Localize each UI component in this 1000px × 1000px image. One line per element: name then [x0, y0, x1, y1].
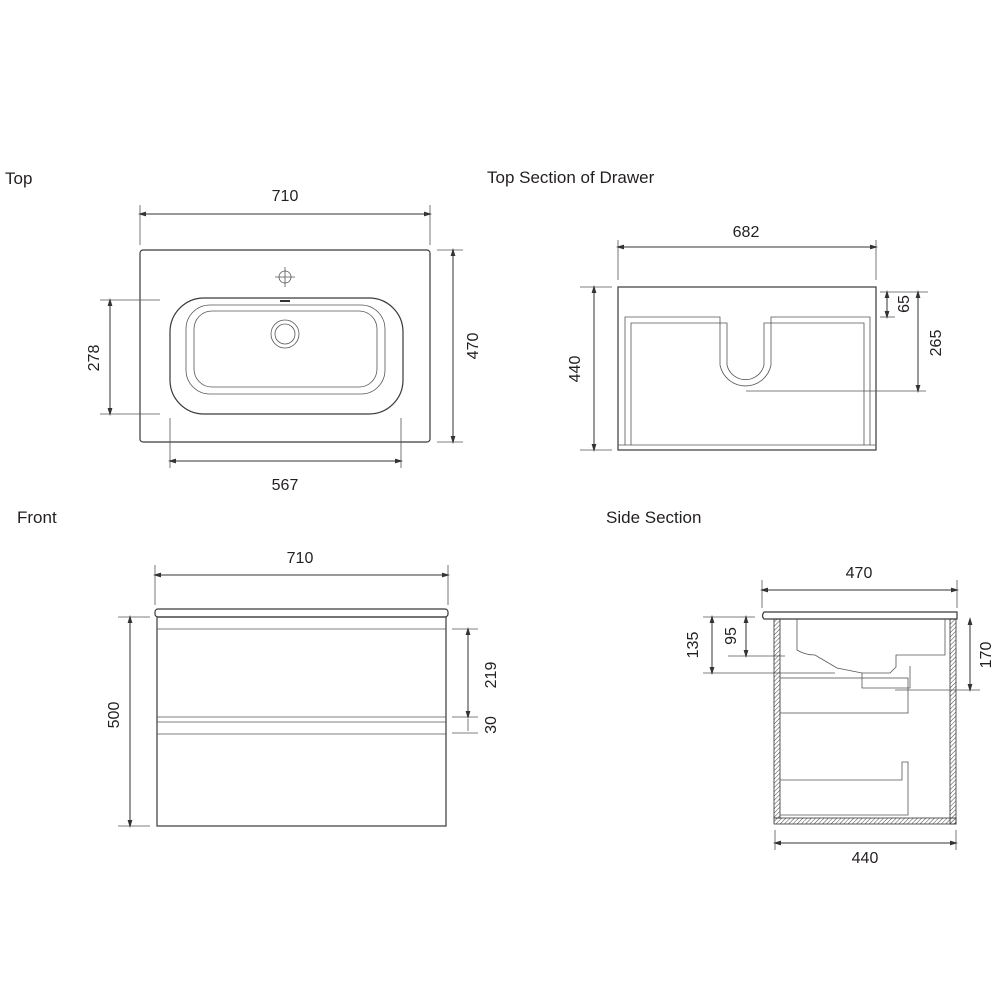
side-section-view: Side Section 470 440 135 95 170 — [606, 508, 995, 867]
front-view-title: Front — [17, 508, 57, 527]
cabinet-outline — [156, 616, 447, 827]
dim-side-drawer-top: 135 — [685, 632, 702, 659]
dim-drawer-width: 682 — [733, 224, 760, 241]
upper-drawer-section — [779, 677, 909, 714]
basin-rim — [185, 304, 386, 395]
bottom-panel — [773, 817, 957, 825]
dim-basin-width: 567 — [272, 477, 299, 494]
dim-drawer-gap: 30 — [483, 716, 500, 734]
lower-drawer-section — [780, 761, 909, 816]
left-wall — [773, 618, 781, 819]
right-wall — [949, 618, 957, 825]
side-countertop — [761, 611, 958, 620]
basin-outer — [169, 297, 404, 415]
top-view: Top 710 470 278 567 — [5, 169, 482, 494]
dim-side-basin: 95 — [723, 627, 740, 645]
dim-top-width: 710 — [272, 188, 299, 205]
dim-front-width: 710 — [287, 550, 314, 567]
drain-icon — [270, 319, 300, 349]
drawer-section-title: Top Section of Drawer — [487, 168, 655, 187]
trap-profile — [861, 666, 911, 689]
basin-bowl — [193, 310, 378, 388]
dim-side-inner-depth: 440 — [852, 850, 879, 867]
side-section-title: Side Section — [606, 508, 701, 527]
drawer-section-view: Top Section of Drawer 682 440 65 265 — [487, 168, 945, 452]
overflow-slot — [280, 300, 290, 302]
dim-basin-depth: 278 — [86, 345, 103, 372]
dim-side-trap: 170 — [978, 642, 995, 669]
dim-side-depth: 470 — [846, 565, 873, 582]
countertop-outline — [139, 249, 431, 443]
basin-profile — [796, 619, 946, 674]
top-view-title: Top — [5, 169, 32, 188]
tap-hole-icon — [275, 267, 295, 287]
dim-drawer-cutout: 265 — [928, 330, 945, 357]
drawer-outline — [617, 286, 877, 451]
dim-drawer-depth: 440 — [567, 356, 584, 383]
dim-drawer-height: 219 — [483, 662, 500, 689]
dim-drawer-front: 65 — [896, 295, 913, 313]
front-countertop — [154, 608, 449, 618]
dim-top-depth: 470 — [465, 333, 482, 360]
dim-front-height: 500 — [106, 702, 123, 729]
front-view: Front 710 500 219 30 — [17, 508, 500, 828]
